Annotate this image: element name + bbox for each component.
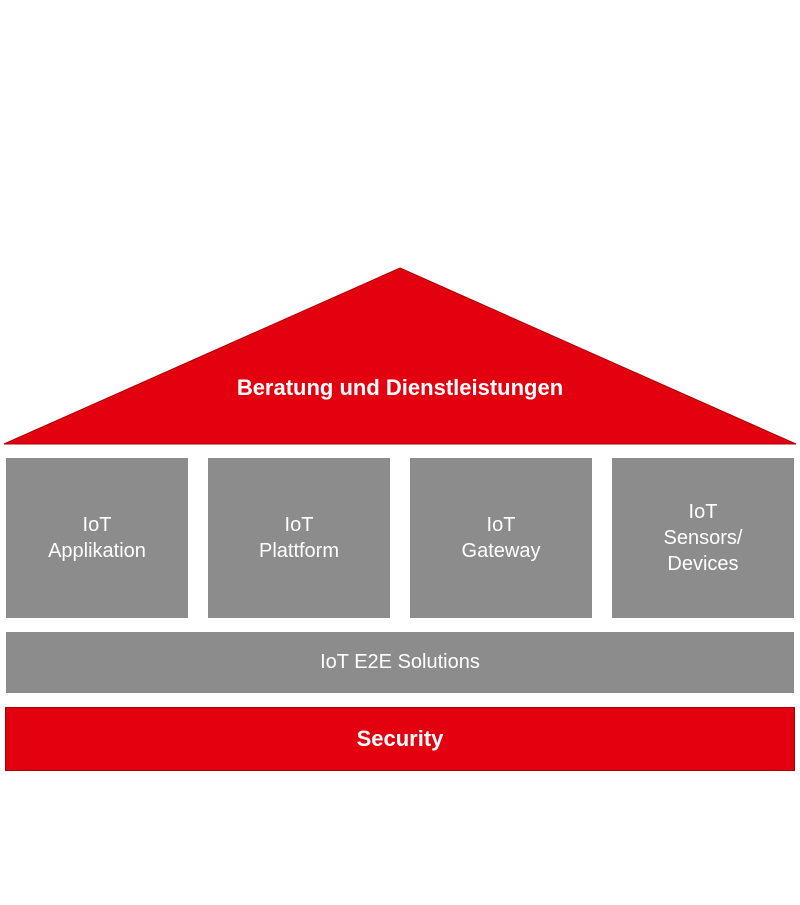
solutions-label: IoT E2E Solutions xyxy=(320,651,480,673)
roof-triangle xyxy=(3,267,797,445)
pillar-line: IoT xyxy=(486,514,516,536)
pillar-line: Plattform xyxy=(258,540,340,562)
pillar-line: IoT xyxy=(284,514,314,536)
pillar-line: Applikation xyxy=(48,540,146,562)
pillar-iot-plattform: IoT Plattform xyxy=(208,458,390,618)
pillar-iot-applikation: IoT Applikation xyxy=(6,458,188,618)
pillar-line: IoT xyxy=(82,514,112,536)
security-label: Security xyxy=(356,726,444,751)
pillar-line: Devices xyxy=(667,553,739,575)
roof-shape xyxy=(3,267,797,445)
pillar-line: IoT xyxy=(688,501,718,523)
pillar-line: Gateway xyxy=(461,540,541,562)
pillar-iot-gateway: IoT Gateway xyxy=(410,458,592,618)
roof-label: Beratung und Dienstleistungen xyxy=(236,375,564,400)
pillar-line: Sensors/ xyxy=(663,527,743,549)
solutions-bar: IoT E2E Solutions xyxy=(6,632,794,693)
pillar-iot-sensors-devices: IoT Sensors/ Devices xyxy=(612,458,794,618)
security-bar: Security xyxy=(5,707,795,771)
